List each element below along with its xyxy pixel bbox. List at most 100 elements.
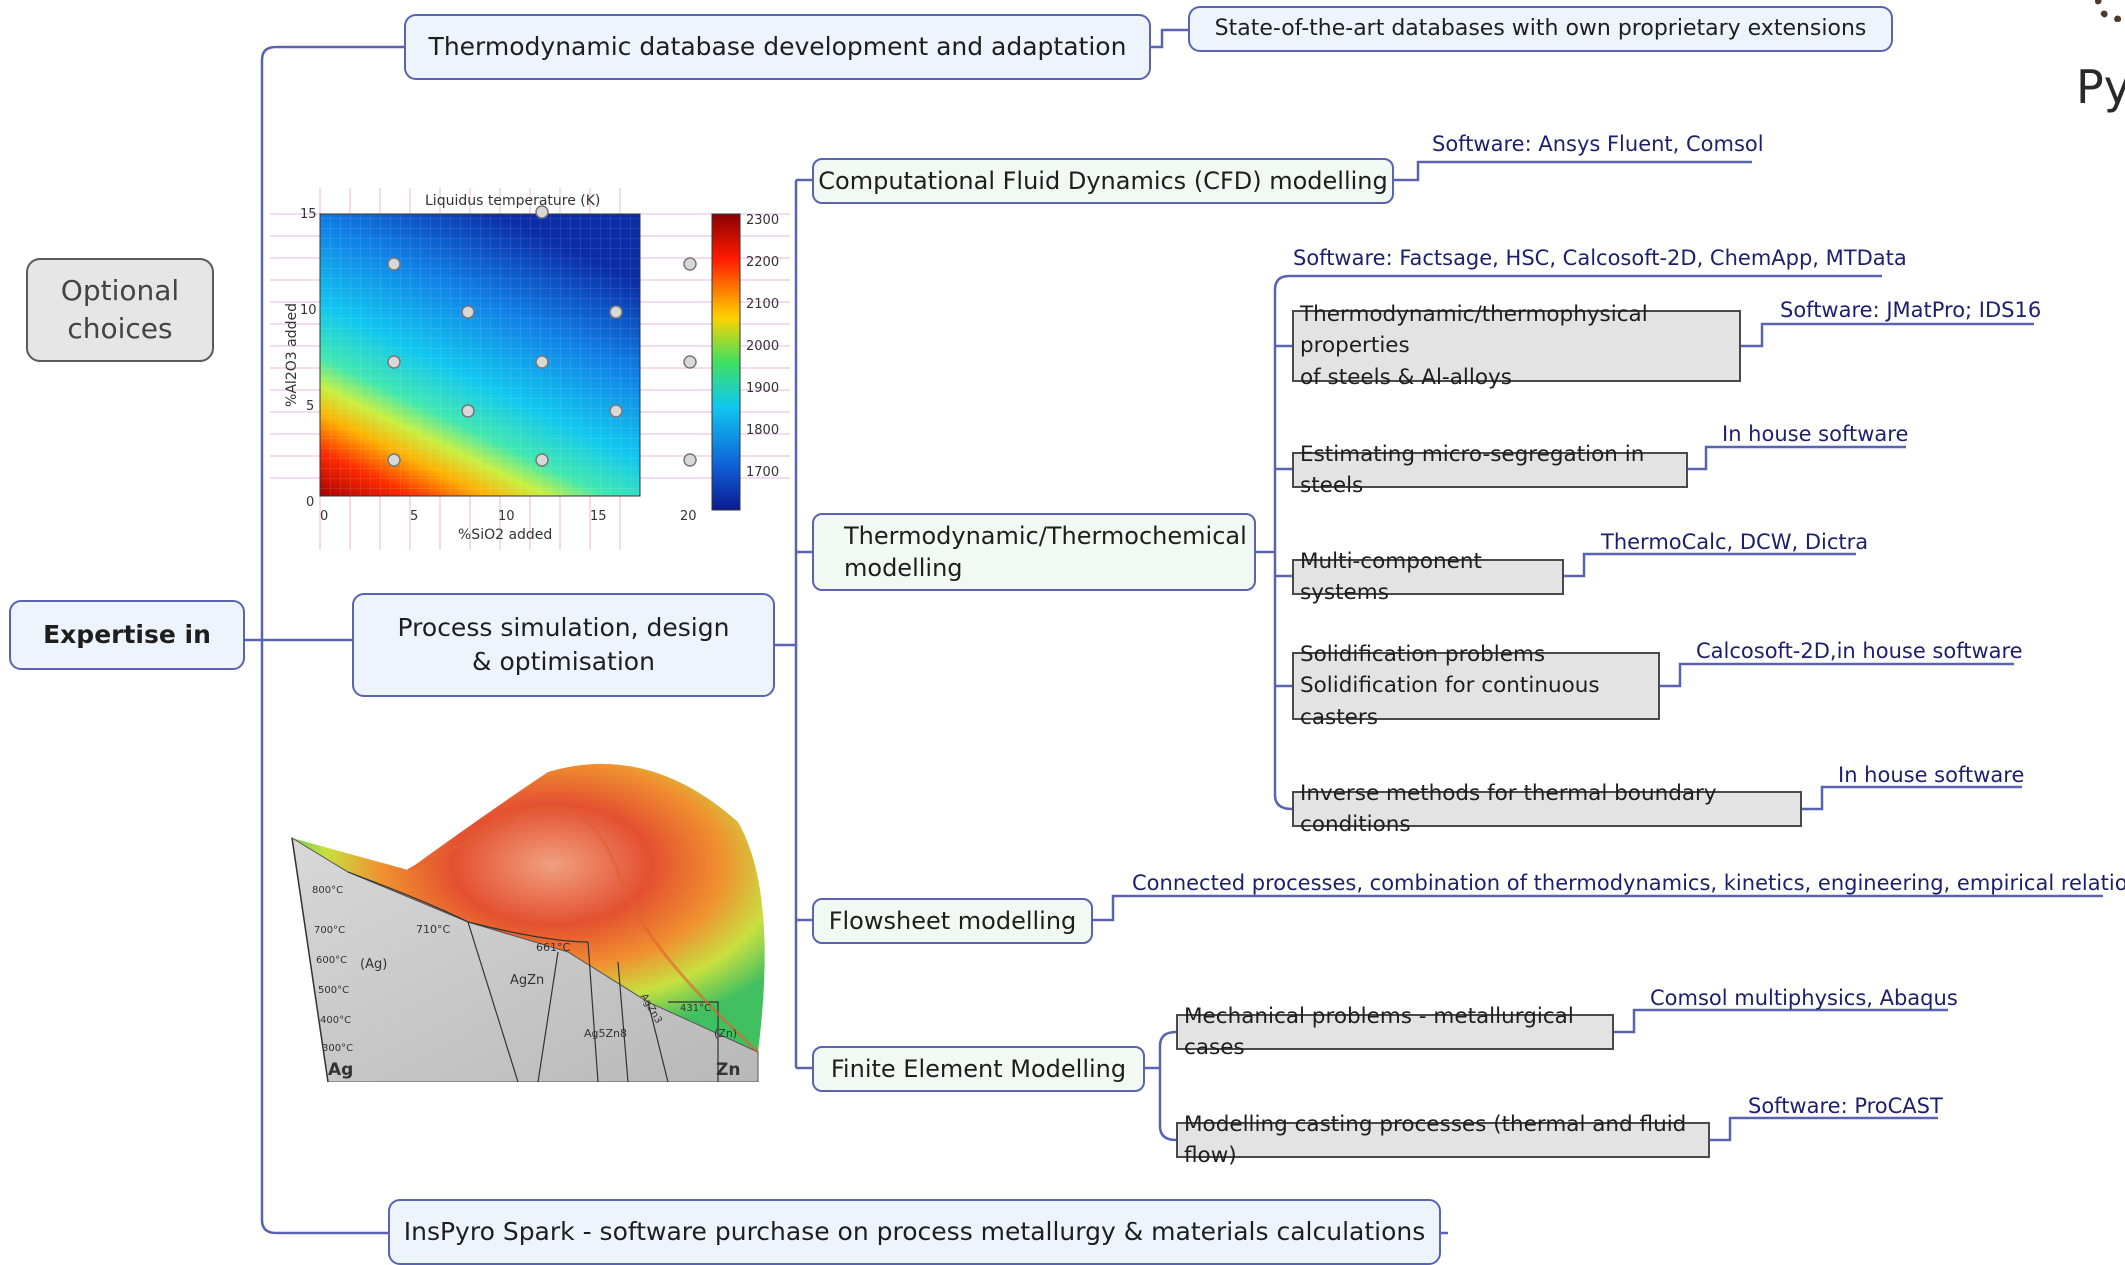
colorbar-tick-2: 2100 bbox=[746, 297, 780, 312]
thermo-item-multicomponent[interactable]: Multi-component systems bbox=[1292, 549, 1564, 605]
flowsheet-note: Connected processes, combination of ther… bbox=[1132, 871, 2125, 895]
heatmap-xtick-3: 15 bbox=[590, 509, 607, 524]
connector-flowsheet-note bbox=[1093, 894, 2103, 922]
phase-diagram-figure: 800°C 700°C 600°C 500°C 400°C 300°C 710°… bbox=[288, 752, 768, 1082]
thermo-item-multicomponent-label: Multi-component systems bbox=[1300, 548, 1482, 605]
root-node[interactable]: Expertise in bbox=[9, 600, 245, 670]
connector-thermo-note-0 bbox=[1741, 322, 2034, 348]
fem-item-mechanical-label: Mechanical problems - metallurgical case… bbox=[1184, 1003, 1574, 1060]
phase-temp-500: 500°C bbox=[318, 985, 350, 996]
thermo-item-properties[interactable]: Thermodynamic/thermophysical properties … bbox=[1292, 302, 1741, 390]
thermo-note: Software: Factsage, HSC, Calcosoft-2D, C… bbox=[1293, 246, 1907, 270]
database-note-node[interactable]: State-of-the-art databases with own prop… bbox=[1188, 6, 1893, 52]
thermo-item-solidification-note: Calcosoft-2D,in house software bbox=[1696, 639, 2023, 663]
connector-thermo-note-1 bbox=[1688, 445, 1906, 471]
heatmap-xtick-1: 5 bbox=[410, 509, 419, 524]
thermo-item-solidification-label: Solidification problems Solidification f… bbox=[1300, 642, 1600, 730]
colorbar-tick-0: 2300 bbox=[746, 213, 780, 228]
flowsheet-label: Flowsheet modelling bbox=[828, 906, 1077, 935]
heatmap-svg bbox=[270, 188, 790, 550]
thermo-item-inverse[interactable]: Inverse methods for thermal boundary con… bbox=[1292, 781, 1802, 837]
cfd-node[interactable]: Computational Fluid Dynamics (CFD) model… bbox=[812, 158, 1394, 204]
heatmap-ytick-2: 5 bbox=[306, 399, 315, 414]
phase-temp-300: 300°C bbox=[322, 1043, 354, 1054]
connector-thermo-note-2 bbox=[1564, 552, 1856, 578]
optional-choices-label: Optional choices bbox=[60, 274, 180, 345]
fem-item-mechanical[interactable]: Mechanical problems - metallurgical case… bbox=[1176, 1004, 1614, 1060]
process-label: Process simulation, design & optimisatio… bbox=[397, 613, 730, 676]
logo-text: Py bbox=[2076, 60, 2125, 114]
phase-temp-661: 661°C bbox=[536, 941, 571, 954]
spark-label: InsPyro Spark - software purchase on pro… bbox=[403, 1217, 1426, 1247]
logo-gear-icon bbox=[2095, 0, 2125, 22]
connector-thermo-note-4 bbox=[1802, 785, 2022, 811]
phase-label-ag5zn8: Ag5Zn8 bbox=[584, 1027, 628, 1040]
database-label: Thermodynamic database development and a… bbox=[428, 32, 1127, 62]
fem-label: Finite Element Modelling bbox=[830, 1054, 1127, 1083]
heatmap-ytick-0: 15 bbox=[300, 207, 317, 222]
colorbar-tick-1: 2200 bbox=[746, 255, 780, 270]
heatmap-xtick-0: 0 bbox=[320, 509, 329, 524]
phase-element-zn: Zn bbox=[716, 1060, 741, 1080]
colorbar-tick-4: 1900 bbox=[746, 381, 780, 396]
thermo-item-inverse-label: Inverse methods for thermal boundary con… bbox=[1300, 780, 1717, 837]
connector-fem-note-1 bbox=[1710, 1116, 1938, 1142]
connector-fem-item-1 bbox=[1158, 1068, 1177, 1142]
spark-node[interactable]: InsPyro Spark - software purchase on pro… bbox=[388, 1199, 1441, 1265]
connector-root-database bbox=[245, 45, 404, 642]
heatmap-title: Liquidus temperature (K) bbox=[425, 193, 601, 209]
thermo-item-microsegregation[interactable]: Estimating micro-segregation in steels bbox=[1292, 442, 1688, 498]
fem-item-casting-label: Modelling casting processes (thermal and… bbox=[1184, 1111, 1687, 1168]
phase-temp-700: 700°C bbox=[314, 925, 346, 936]
colorbar-tick-3: 2000 bbox=[746, 339, 780, 354]
heatmap-xlabel: %SiO2 added bbox=[458, 527, 553, 543]
heatmap-ytick-3: 0 bbox=[306, 495, 315, 510]
heatmap-xtick-2: 10 bbox=[498, 509, 515, 524]
phase-temp-800: 800°C bbox=[312, 885, 344, 896]
root-label: Expertise in bbox=[43, 620, 211, 650]
colorbar-tick-5: 1800 bbox=[746, 423, 780, 438]
connector-fem-item-0 bbox=[1158, 1030, 1177, 1068]
thermo-item-microsegregation-label: Estimating micro-segregation in steels bbox=[1300, 441, 1645, 498]
thermo-item-properties-label: Thermodynamic/thermophysical properties … bbox=[1300, 302, 1648, 390]
thermo-item-microsegregation-note: In house software bbox=[1722, 422, 1909, 446]
heatmap-ytick-1: 10 bbox=[300, 303, 317, 318]
cfd-label: Computational Fluid Dynamics (CFD) model… bbox=[818, 166, 1388, 195]
cfd-note: Software: Ansys Fluent, Comsol bbox=[1432, 132, 1764, 156]
thermo-label: Thermodynamic/Thermochemical modelling bbox=[844, 521, 1247, 582]
thermo-item-solidification[interactable]: Solidification problems Solidification f… bbox=[1292, 642, 1660, 730]
optional-choices-node[interactable]: Optional choices bbox=[26, 258, 214, 362]
fem-node[interactable]: Finite Element Modelling bbox=[812, 1046, 1145, 1092]
database-node[interactable]: Thermodynamic database development and a… bbox=[404, 14, 1151, 80]
heatmap-ylabel: %Al2O3 added bbox=[283, 303, 300, 407]
connector-thermo-note-3 bbox=[1660, 662, 2014, 688]
thermo-item-multicomponent-note: ThermoCalc, DCW, Dictra bbox=[1601, 530, 1869, 554]
connector-fem-note-0 bbox=[1614, 1008, 1948, 1034]
connector-database-note bbox=[1151, 28, 1188, 49]
process-node[interactable]: Process simulation, design & optimisatio… bbox=[352, 593, 775, 697]
thermo-node[interactable]: Thermodynamic/Thermochemical modelling bbox=[812, 513, 1256, 591]
flowsheet-node[interactable]: Flowsheet modelling bbox=[812, 898, 1093, 944]
connector-thermo-item-4 bbox=[1273, 794, 1293, 811]
phase-temp-600: 600°C bbox=[316, 955, 348, 966]
phase-temp-400: 400°C bbox=[320, 1015, 352, 1026]
database-note-label: State-of-the-art databases with own prop… bbox=[1214, 16, 1867, 42]
thermo-item-properties-note: Software: JMatPro; IDS16 bbox=[1780, 298, 2042, 322]
phase-temp-431: 431°C bbox=[680, 1003, 712, 1014]
phase-element-ag: Ag bbox=[328, 1060, 354, 1080]
heatmap-xtick-4: 20 bbox=[680, 509, 697, 524]
colorbar-tick-6: 1700 bbox=[746, 465, 780, 480]
fem-item-mechanical-note: Comsol multiphysics, Abaqus bbox=[1650, 986, 1958, 1010]
fem-item-casting-note: Software: ProCAST bbox=[1748, 1094, 1943, 1118]
fem-item-casting[interactable]: Modelling casting processes (thermal and… bbox=[1176, 1112, 1710, 1168]
phase-temp-710: 710°C bbox=[416, 923, 451, 936]
liquidus-heatmap-figure: Liquidus temperature (K) 15 10 5 0 0 5 1… bbox=[270, 188, 790, 550]
phase-diagram-svg bbox=[291, 763, 765, 1082]
phase-label-agzn: AgZn bbox=[510, 973, 545, 988]
phase-label-zn-solid: (Zn) bbox=[714, 1027, 738, 1040]
connector-thermo-note bbox=[1273, 274, 1882, 552]
thermo-item-inverse-note: In house software bbox=[1838, 763, 2025, 787]
connector-cfd-note bbox=[1394, 160, 1752, 182]
connector-root-spark bbox=[260, 640, 388, 1235]
